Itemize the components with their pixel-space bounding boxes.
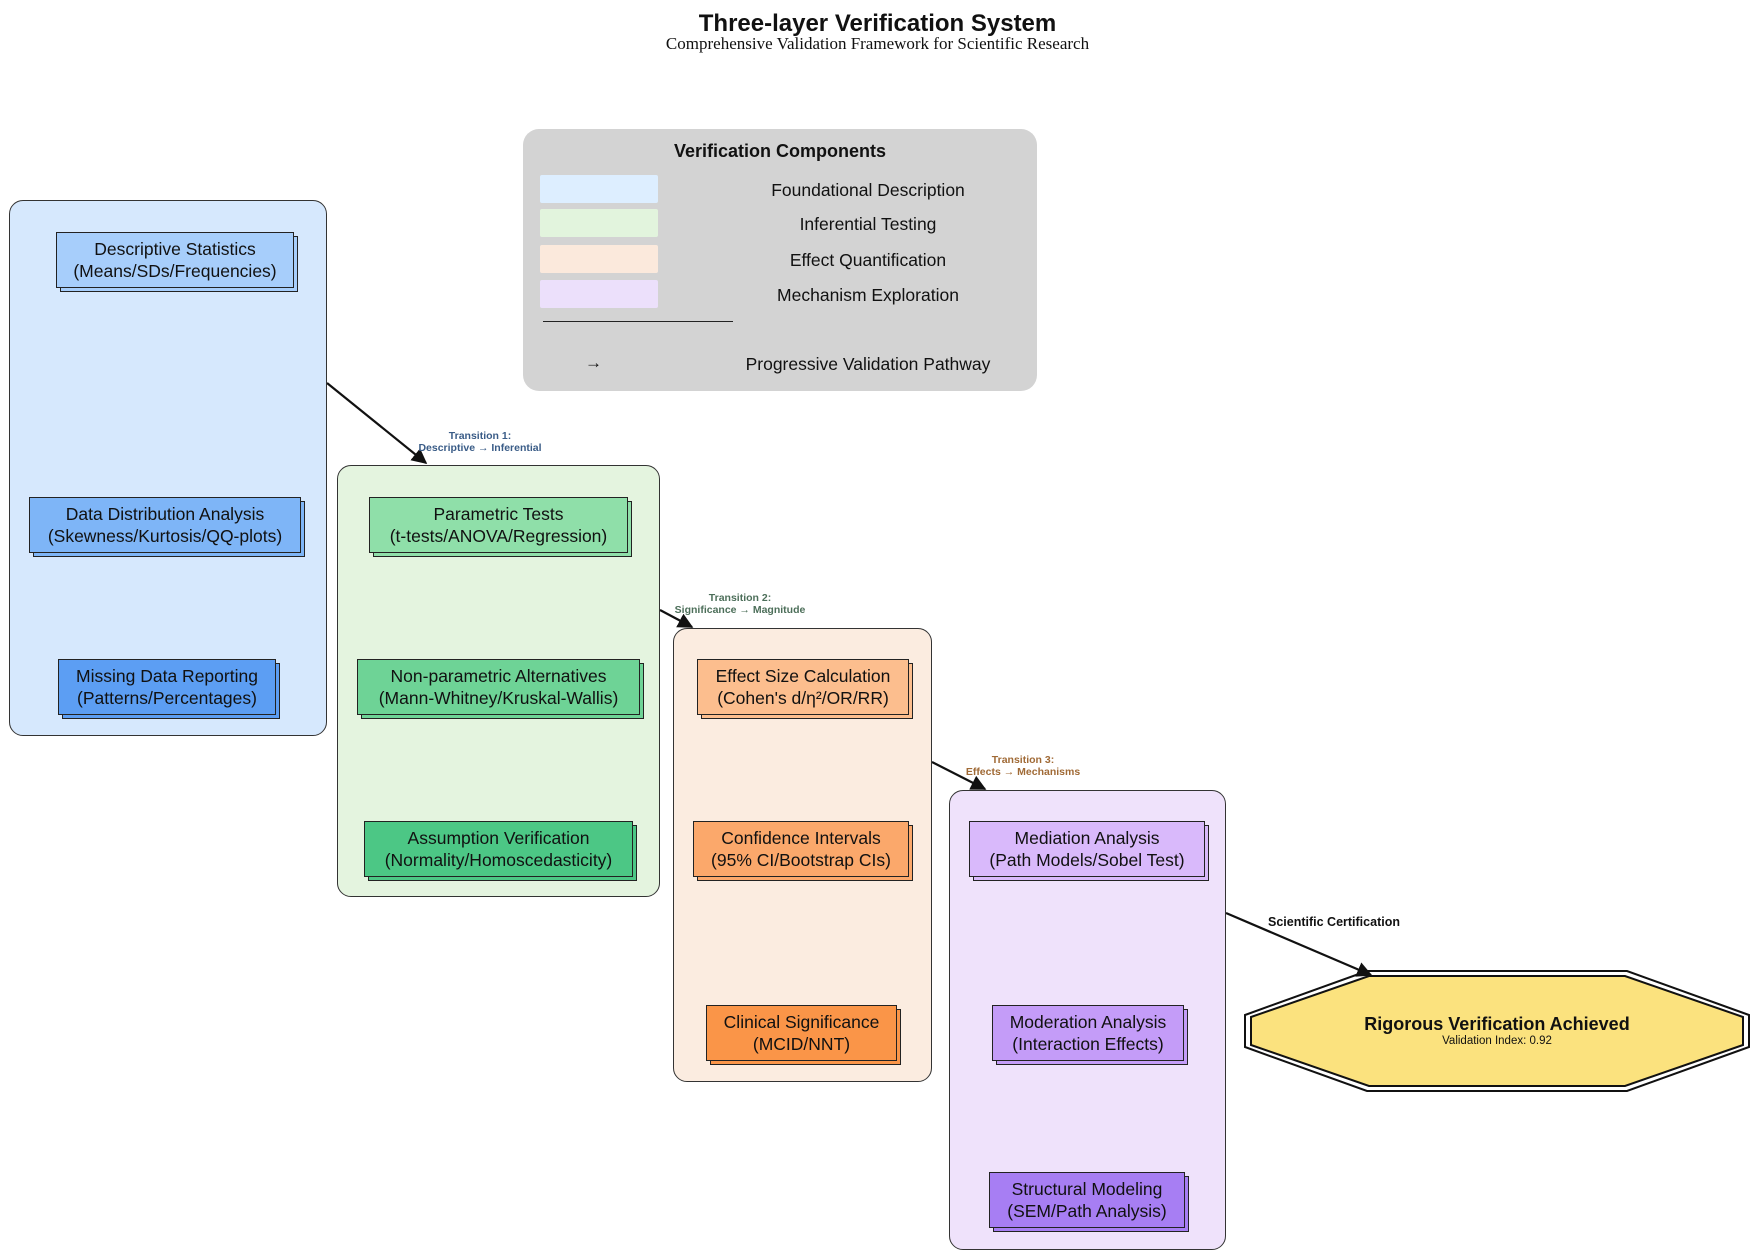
method-title: Data Distribution Analysis <box>65 504 265 524</box>
legend-swatch-effect <box>540 245 658 273</box>
method-box: Confidence Intervals (95% CI/Bootstrap C… <box>693 821 909 877</box>
arrow-right-icon: → <box>585 353 602 372</box>
legend-label-mechanism: Mechanism Exploration <box>777 285 959 305</box>
transition-label-3: Transition 3: Effects → Mechanisms <box>923 754 1123 778</box>
transition-desc: Descriptive → Inferential <box>418 442 542 454</box>
legend-swatch-foundational <box>540 175 658 203</box>
transition-arrow-2 <box>659 609 694 628</box>
method-box: Data Distribution Analysis (Skewness/Kur… <box>29 497 301 553</box>
transition-desc: Significance → Magnitude <box>674 604 806 616</box>
method-detail: (t-tests/ANOVA/Regression) <box>389 526 608 546</box>
method-title: Moderation Analysis <box>1009 1012 1167 1032</box>
method-box: Structural Modeling (SEM/Path Analysis) <box>989 1172 1185 1228</box>
transition-label-2: Transition 2: Significance → Magnitude <box>640 592 840 616</box>
method-box: Clinical Significance (MCID/NNT) <box>706 1005 897 1061</box>
legend-label-pathway: Progressive Validation Pathway <box>745 354 991 374</box>
method-title: Confidence Intervals <box>721 828 881 848</box>
transition-desc: Effects → Mechanisms <box>965 766 1081 778</box>
legend-swatch-mechanism <box>540 280 658 308</box>
legend-swatch-inferential <box>540 209 658 237</box>
transition-arrow-1 <box>326 382 428 464</box>
method-detail: (Path Models/Sobel Test) <box>989 850 1185 870</box>
transition-arrow-3 <box>931 761 987 790</box>
method-detail: (Patterns/Percentages) <box>77 688 257 708</box>
method-box: Parametric Tests (t-tests/ANOVA/Regressi… <box>369 497 628 553</box>
method-detail: (Means/SDs/Frequencies) <box>73 261 277 281</box>
method-title: Non-parametric Alternatives <box>390 666 607 686</box>
method-title: Descriptive Statistics <box>94 239 256 259</box>
method-box: Moderation Analysis (Interaction Effects… <box>992 1005 1184 1061</box>
transition-name: Transition 1: <box>448 430 512 442</box>
legend-label-foundational: Foundational Description <box>771 180 965 200</box>
method-box: Effect Size Calculation (Cohen's d/η²/OR… <box>697 659 909 715</box>
method-title: Mediation Analysis <box>1014 828 1160 848</box>
legend-label-inferential: Inferential Testing <box>799 214 937 234</box>
method-detail: (Cohen's d/η²/OR/RR) <box>717 688 889 708</box>
method-title: Effect Size Calculation <box>715 666 891 686</box>
legend-title: Verification Components <box>673 141 887 161</box>
method-title: Missing Data Reporting <box>76 666 258 686</box>
page-subtitle: Comprehensive Validation Framework for S… <box>665 34 1090 53</box>
legend-divider <box>543 321 733 322</box>
transition-name: Transition 3: <box>991 754 1055 766</box>
method-detail: (Skewness/Kurtosis/QQ-plots) <box>47 526 283 546</box>
page-title: Three-layer Verification System <box>698 10 1057 37</box>
transition-name: Transition 2: <box>708 592 772 604</box>
method-box: Missing Data Reporting (Patterns/Percent… <box>58 659 276 715</box>
method-title: Clinical Significance <box>723 1012 880 1032</box>
method-box: Descriptive Statistics (Means/SDs/Freque… <box>56 232 294 288</box>
legend-label-effect: Effect Quantification <box>789 250 947 270</box>
certification-arrow <box>1225 911 1373 977</box>
method-detail: (SEM/Path Analysis) <box>1007 1201 1167 1221</box>
method-box: Non-parametric Alternatives (Mann-Whitne… <box>357 659 640 715</box>
method-detail: (Interaction Effects) <box>1012 1034 1164 1054</box>
method-title: Assumption Verification <box>407 828 590 848</box>
certification-label: Scientific Certification <box>1268 915 1400 929</box>
method-title: Structural Modeling <box>1011 1179 1163 1199</box>
transition-label-1: Transition 1: Descriptive → Inferential <box>380 430 580 454</box>
method-detail: (MCID/NNT) <box>752 1034 851 1054</box>
final-octagon <box>1244 970 1750 1092</box>
method-detail: (Normality/Homoscedasticity) <box>384 850 613 870</box>
validation-index: Validation Index: 0.92 <box>1442 1035 1552 1047</box>
method-box: Mediation Analysis (Path Models/Sobel Te… <box>969 821 1205 877</box>
method-detail: (Mann-Whitney/Kruskal-Wallis) <box>378 688 619 708</box>
method-detail: (95% CI/Bootstrap CIs) <box>711 850 891 870</box>
layer-panel-descriptive <box>9 200 327 736</box>
method-title: Parametric Tests <box>433 504 564 524</box>
final-title: Rigorous Verification Achieved <box>1364 1014 1630 1034</box>
legend: Verification Components Foundational Des… <box>523 129 1037 391</box>
method-box: Assumption Verification (Normality/Homos… <box>364 821 633 877</box>
